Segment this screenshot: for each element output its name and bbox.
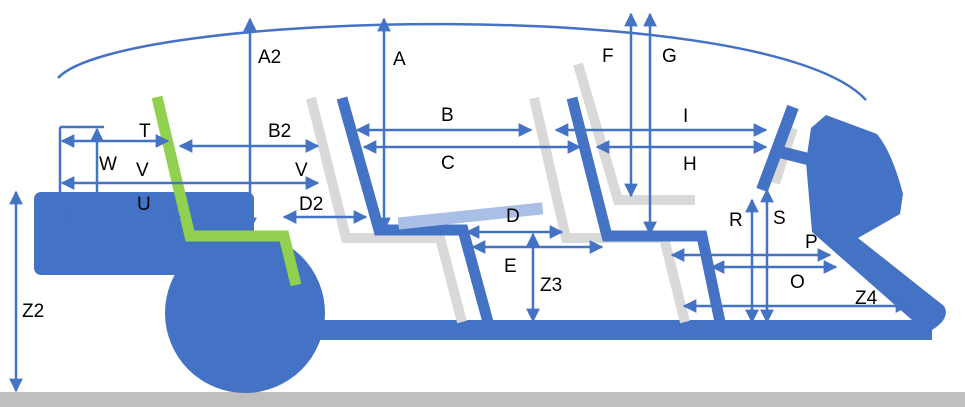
label-D: D (506, 206, 520, 227)
rear-wheel (165, 233, 325, 393)
label-D2: D2 (299, 194, 323, 215)
label-S: S (773, 208, 786, 229)
label-H: H (683, 154, 697, 175)
label-C: C (441, 153, 455, 174)
label-F: F (602, 46, 614, 67)
label-U: U (137, 194, 151, 215)
label-I: I (683, 106, 688, 127)
label-R: R (729, 210, 743, 231)
ground-line (0, 392, 965, 407)
label-P: P (805, 232, 818, 253)
label-Z2: Z2 (22, 301, 44, 322)
seat-cushion (397, 202, 544, 230)
label-A: A (393, 49, 406, 70)
label-B2: B2 (268, 121, 291, 142)
label-Z3: Z3 (540, 275, 562, 296)
steering-wheel (756, 104, 799, 193)
dimension-lines (9, 12, 910, 393)
label-O: O (790, 272, 805, 293)
label-T: T (139, 121, 151, 142)
label-V-left: V (136, 160, 149, 181)
label-W: W (99, 154, 117, 175)
label-Z4: Z4 (855, 288, 878, 309)
label-B: B (441, 105, 454, 126)
dashboard (806, 115, 946, 330)
label-G: G (662, 46, 677, 67)
seat-row-2 (336, 96, 494, 324)
label-E: E (504, 256, 517, 277)
seat-row-1 (566, 96, 726, 324)
vehicle-floor (300, 320, 932, 340)
label-V-right: V (295, 160, 308, 181)
dimension-labels: T W V V U A2 B2 D2 A B C D E Z3 F G I H … (22, 46, 878, 322)
reference-seat (151, 95, 302, 287)
label-A2: A2 (258, 47, 281, 68)
roof-arc (57, 22, 867, 101)
